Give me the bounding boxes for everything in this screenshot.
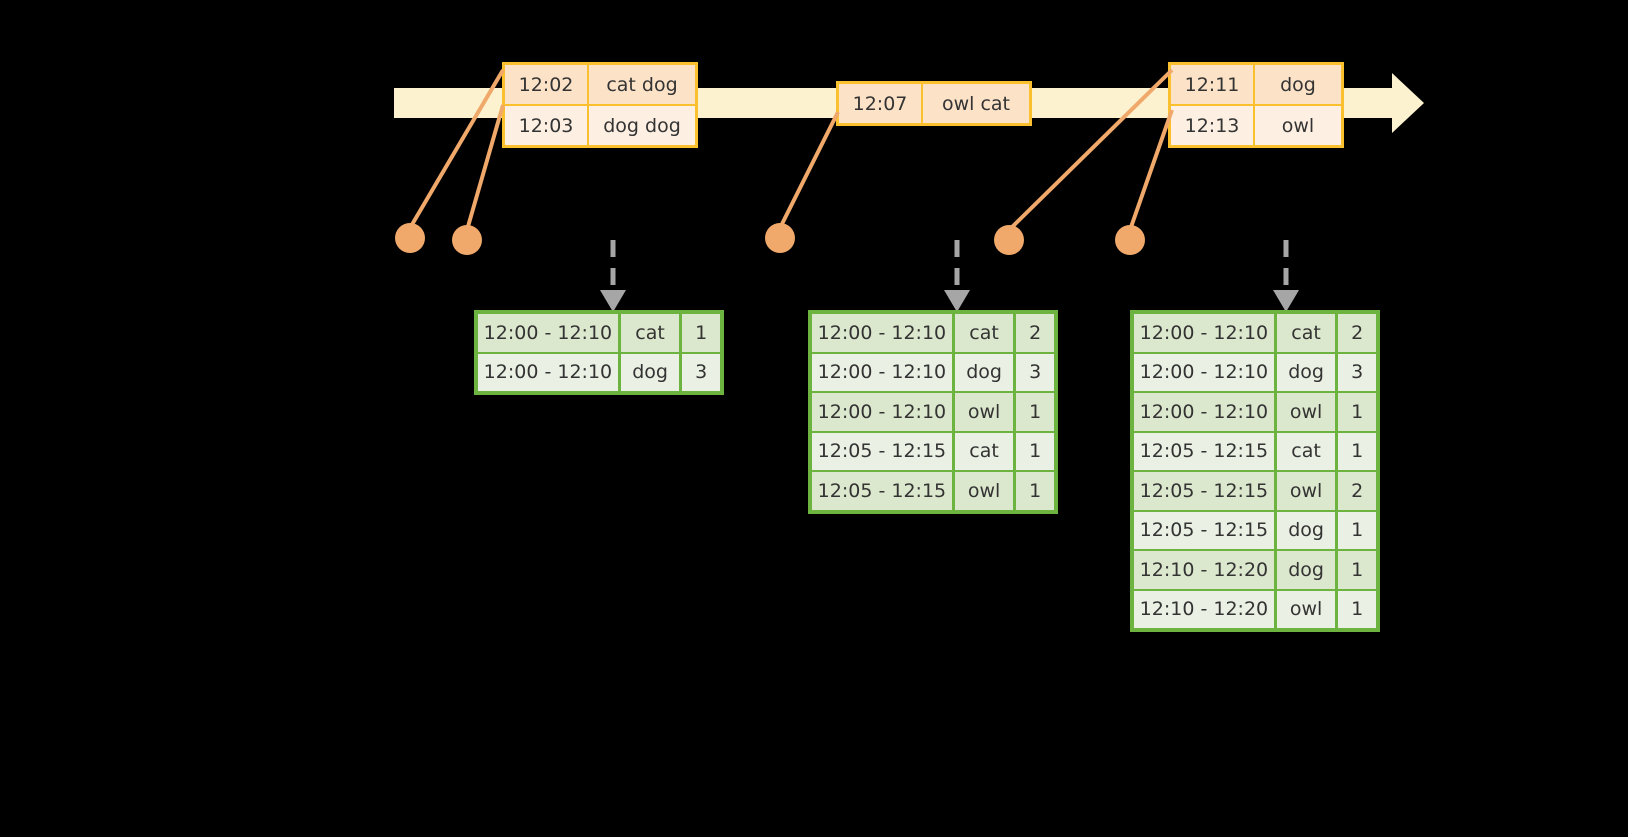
dashed-arrow-2 — [944, 240, 970, 312]
table-row: 12:10 - 12:20 owl 1 — [1134, 588, 1376, 628]
event-row: 12:07 owl cat — [839, 84, 1029, 123]
event-time: 12:11 — [1171, 65, 1255, 104]
event-group-2: 12:07 owl cat — [836, 81, 1032, 126]
connector-line-3 — [778, 111, 840, 229]
window-cell: 12:05 - 12:15 — [1134, 432, 1277, 470]
word-cell: owl — [955, 472, 1017, 510]
event-group-3: 12:11 dog 12:13 owl — [1168, 62, 1344, 148]
word-cell: dog — [1277, 551, 1339, 589]
count-cell: 1 — [695, 321, 708, 344]
marker-dot-3 — [765, 223, 795, 253]
window-cell: 12:05 - 12:15 — [812, 472, 955, 510]
window-cell: 12:00 - 12:10 — [812, 314, 955, 352]
table-row: 12:00 - 12:10 cat 2 — [1134, 314, 1376, 352]
window-cell: 12:10 - 12:20 — [1134, 551, 1277, 589]
event-time: 12:03 — [505, 106, 589, 145]
word-cell: owl — [1277, 472, 1339, 510]
word-cell: dog — [1277, 353, 1339, 391]
window-cell: 12:05 - 12:15 — [1134, 472, 1277, 510]
table-row: 12:00 - 12:10 owl 1 — [1134, 391, 1376, 431]
window-cell: 12:05 - 12:15 — [1134, 511, 1277, 549]
event-words: dog — [1280, 73, 1316, 96]
result-table-2: 12:00 - 12:10 cat 2 12:00 - 12:10 dog 3 … — [808, 310, 1058, 514]
event-row: 12:03 dog dog — [505, 104, 695, 145]
event-words: dog dog — [603, 114, 681, 137]
window-cell: 12:00 - 12:10 — [1134, 314, 1277, 352]
event-row: 12:11 dog — [1171, 65, 1341, 104]
table-row: 12:10 - 12:20 dog 1 — [1134, 549, 1376, 589]
table-row: 12:00 - 12:10 cat 1 — [478, 314, 720, 352]
dashed-arrow-3 — [1273, 240, 1299, 312]
count-cell: 1 — [1351, 558, 1364, 581]
window-cell: 12:05 - 12:15 — [812, 432, 955, 470]
count-cell: 3 — [695, 361, 708, 384]
event-words: owl cat — [941, 92, 1011, 115]
event-words: owl — [1281, 114, 1315, 137]
connector-line-2 — [465, 104, 505, 231]
count-cell: 2 — [1351, 479, 1364, 502]
count-cell: 2 — [1029, 321, 1042, 344]
connector-line-5 — [1128, 109, 1174, 231]
word-cell: cat — [955, 314, 1017, 352]
word-cell: cat — [955, 432, 1017, 470]
word-cell: owl — [955, 393, 1017, 431]
window-cell: 12:00 - 12:10 — [478, 353, 621, 391]
event-time: 12:07 — [839, 84, 923, 123]
result-table-1: 12:00 - 12:10 cat 1 12:00 - 12:10 dog 3 — [474, 310, 724, 395]
table-row: 12:00 - 12:10 cat 2 — [812, 314, 1054, 352]
count-cell: 3 — [1351, 361, 1364, 384]
word-cell: cat — [1277, 432, 1339, 470]
marker-dot-1 — [395, 223, 425, 253]
count-cell: 1 — [1351, 400, 1364, 423]
marker-dot-5 — [1115, 225, 1145, 255]
table-row: 12:05 - 12:15 owl 1 — [812, 470, 1054, 510]
window-cell: 12:10 - 12:20 — [1134, 590, 1277, 628]
window-cell: 12:00 - 12:10 — [478, 314, 621, 352]
count-cell: 1 — [1351, 598, 1364, 621]
event-time: 12:02 — [505, 65, 589, 104]
word-cell: owl — [1277, 590, 1339, 628]
window-cell: 12:00 - 12:10 — [812, 353, 955, 391]
event-row: 12:13 owl — [1171, 104, 1341, 145]
table-row: 12:05 - 12:15 cat 1 — [1134, 430, 1376, 470]
count-cell: 2 — [1351, 321, 1364, 344]
word-cell: cat — [621, 314, 683, 352]
count-cell: 1 — [1029, 400, 1042, 423]
table-row: 12:00 - 12:10 dog 3 — [478, 351, 720, 391]
table-row: 12:00 - 12:10 owl 1 — [812, 391, 1054, 431]
count-cell: 1 — [1029, 479, 1042, 502]
word-cell: dog — [621, 353, 683, 391]
table-row: 12:00 - 12:10 dog 3 — [812, 351, 1054, 391]
event-time: 12:13 — [1171, 106, 1255, 145]
word-cell: cat — [1277, 314, 1339, 352]
marker-dot-4 — [994, 225, 1024, 255]
dashed-arrow-1 — [600, 240, 626, 312]
marker-dot-2 — [452, 225, 482, 255]
event-row: 12:02 cat dog — [505, 65, 695, 104]
word-cell: dog — [955, 353, 1017, 391]
table-row: 12:00 - 12:10 dog 3 — [1134, 351, 1376, 391]
window-cell: 12:00 - 12:10 — [1134, 393, 1277, 431]
count-cell: 1 — [1351, 519, 1364, 542]
event-words: cat dog — [606, 73, 678, 96]
word-cell: dog — [1277, 511, 1339, 549]
table-row: 12:05 - 12:15 dog 1 — [1134, 509, 1376, 549]
table-row: 12:05 - 12:15 owl 2 — [1134, 470, 1376, 510]
event-group-1: 12:02 cat dog 12:03 dog dog — [502, 62, 698, 148]
window-cell: 12:00 - 12:10 — [812, 393, 955, 431]
count-cell: 3 — [1029, 361, 1042, 384]
result-table-3: 12:00 - 12:10 cat 2 12:00 - 12:10 dog 3 … — [1130, 310, 1380, 632]
timeline-arrow-icon — [1392, 73, 1424, 133]
count-cell: 1 — [1029, 440, 1042, 463]
count-cell: 1 — [1351, 440, 1364, 463]
window-cell: 12:00 - 12:10 — [1134, 353, 1277, 391]
table-row: 12:05 - 12:15 cat 1 — [812, 430, 1054, 470]
word-cell: owl — [1277, 393, 1339, 431]
